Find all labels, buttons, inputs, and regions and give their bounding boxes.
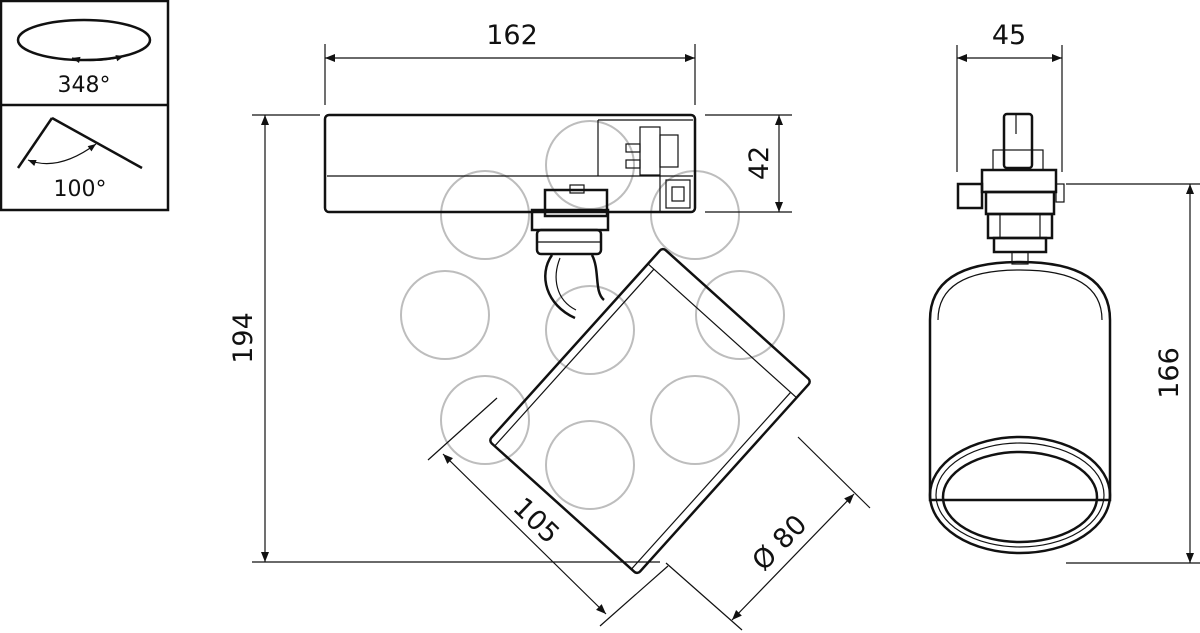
- dim-total-height: 194: [228, 312, 259, 364]
- front-view: [323, 113, 811, 575]
- dimension-labels: 162 45 42 194 166 105 Ø 80: [228, 20, 1185, 577]
- dim-diameter: Ø 80: [746, 509, 813, 577]
- watermark-logo: [400, 120, 785, 510]
- dim-side-width: 45: [992, 20, 1026, 51]
- tilt-angle-label: 100°: [54, 177, 107, 202]
- dimension-lines: [252, 44, 1200, 631]
- rotation-angle-label: 348°: [58, 73, 111, 98]
- tilt-icon: [16, 116, 143, 170]
- dim-front-width: 162: [486, 20, 538, 51]
- dim-side-height: 166: [1154, 347, 1185, 399]
- angle-legend: 348° 100°: [0, 0, 170, 212]
- dim-adapter-height: 42: [744, 146, 775, 180]
- side-view: [928, 112, 1112, 555]
- rotation-icon: [16, 18, 152, 64]
